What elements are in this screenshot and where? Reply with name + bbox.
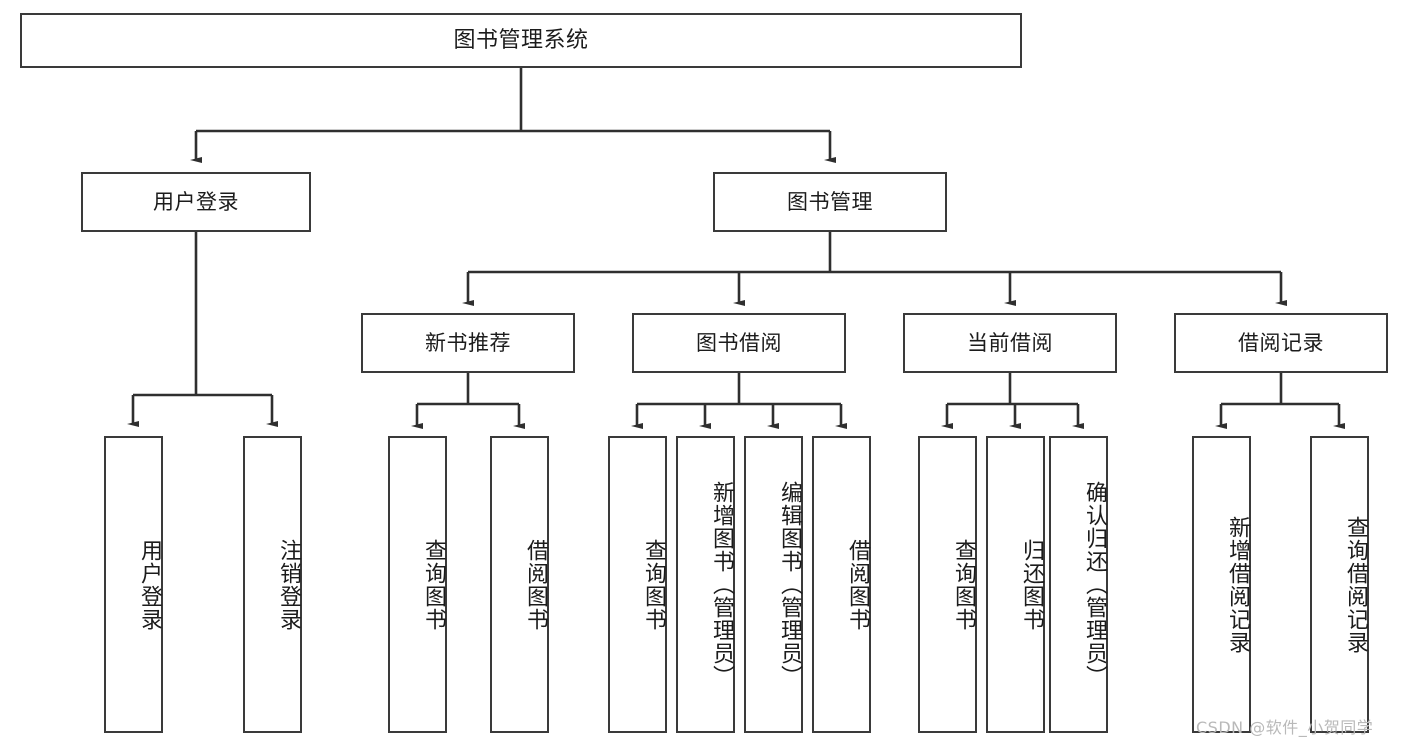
node-borrow-record-label: 借阅记录	[1238, 330, 1324, 355]
node-leaf-logout-login-label: 注销登录	[276, 538, 301, 631]
node-book-borrow[interactable]: 图书借阅	[632, 313, 846, 373]
node-leaf-logout-login[interactable]: 注销登录	[243, 436, 302, 733]
node-leaf-query-book-3[interactable]: 查询图书	[918, 436, 977, 733]
node-leaf-borrow-book-1-label: 借阅图书	[523, 538, 548, 631]
node-leaf-borrow-book-2[interactable]: 借阅图书	[812, 436, 871, 733]
node-leaf-query-book-1-label: 查询图书	[421, 538, 446, 631]
node-leaf-return-book-label: 归还图书	[1019, 538, 1044, 631]
node-user-login-label: 用户登录	[153, 189, 239, 214]
node-user-login[interactable]: 用户登录	[81, 172, 311, 232]
node-current-borrow-label: 当前借阅	[967, 330, 1053, 355]
node-leaf-add-record[interactable]: 新增借阅记录	[1192, 436, 1251, 733]
node-new-book-recommend-label: 新书推荐	[425, 330, 511, 355]
node-leaf-query-record[interactable]: 查询借阅记录	[1310, 436, 1369, 733]
node-leaf-borrow-book-1[interactable]: 借阅图书	[490, 436, 549, 733]
node-root-label: 图书管理系统	[453, 27, 589, 53]
node-leaf-user-login[interactable]: 用户登录	[104, 436, 163, 733]
node-leaf-query-book-2-label: 查询图书	[641, 538, 666, 631]
watermark: CSDN @软件_小贺同学	[1196, 714, 1373, 738]
node-leaf-confirm-return-label: 确认归还（管理员）	[1082, 481, 1107, 688]
node-leaf-query-book-3-label: 查询图书	[951, 538, 976, 631]
node-leaf-return-book[interactable]: 归还图书	[986, 436, 1045, 733]
node-leaf-user-login-label: 用户登录	[137, 538, 162, 631]
node-current-borrow[interactable]: 当前借阅	[903, 313, 1117, 373]
node-leaf-borrow-book-2-label: 借阅图书	[845, 538, 870, 631]
node-leaf-add-book-label: 新增图书（管理员）	[709, 481, 734, 688]
node-book-borrow-label: 图书借阅	[696, 330, 782, 355]
node-leaf-edit-book-label: 编辑图书（管理员）	[777, 481, 802, 688]
node-borrow-record[interactable]: 借阅记录	[1174, 313, 1388, 373]
node-leaf-query-book-2[interactable]: 查询图书	[608, 436, 667, 733]
node-leaf-add-record-label: 新增借阅记录	[1225, 515, 1250, 654]
node-new-book-recommend[interactable]: 新书推荐	[361, 313, 575, 373]
node-leaf-query-record-label: 查询借阅记录	[1343, 515, 1368, 654]
node-book-manage[interactable]: 图书管理	[713, 172, 947, 232]
node-leaf-query-book-1[interactable]: 查询图书	[388, 436, 447, 733]
node-book-manage-label: 图书管理	[787, 189, 873, 214]
node-leaf-edit-book[interactable]: 编辑图书（管理员）	[744, 436, 803, 733]
node-root[interactable]: 图书管理系统	[20, 13, 1022, 68]
node-leaf-confirm-return[interactable]: 确认归还（管理员）	[1049, 436, 1108, 733]
watermark-text: CSDN @软件_小贺同学	[1196, 718, 1374, 737]
node-leaf-add-book[interactable]: 新增图书（管理员）	[676, 436, 735, 733]
